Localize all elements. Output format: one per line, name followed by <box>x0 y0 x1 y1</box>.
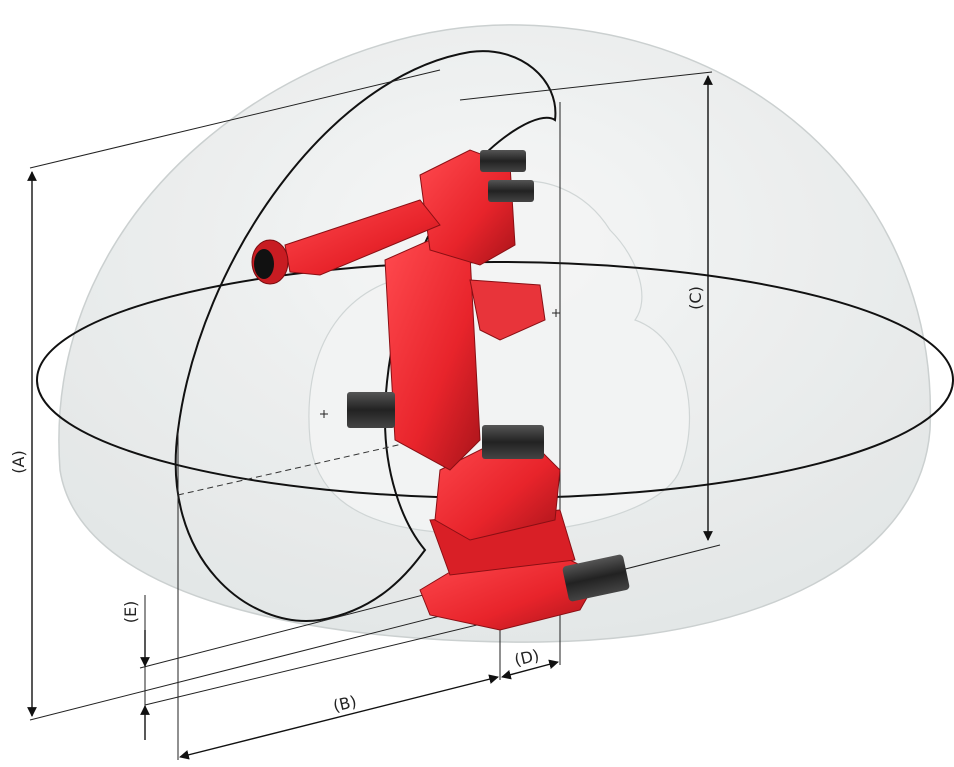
shoulder-motor-right <box>482 425 544 459</box>
robot-lower-arm <box>384 239 481 471</box>
dashed-axis-line <box>177 439 421 496</box>
label-e: (E) <box>121 601 140 624</box>
dim-d-arrow <box>501 659 559 680</box>
dim-b-arrow <box>179 674 499 760</box>
base-motor <box>562 554 630 602</box>
wrist-motor-1 <box>480 150 526 172</box>
label-b: (B) <box>331 692 358 716</box>
industrial-robot <box>251 149 630 631</box>
dimension-arrows <box>27 75 713 760</box>
center-markers <box>320 309 560 418</box>
shoulder-motor-left <box>347 392 395 428</box>
robot-upper-arm <box>284 199 441 276</box>
wrist-motor-2 <box>488 180 534 202</box>
label-c: (C) <box>686 286 705 310</box>
label-a: (A) <box>9 450 28 473</box>
label-d: (D) <box>513 646 541 670</box>
robot-tool-plate <box>254 249 274 279</box>
robot-elbow <box>419 149 516 266</box>
